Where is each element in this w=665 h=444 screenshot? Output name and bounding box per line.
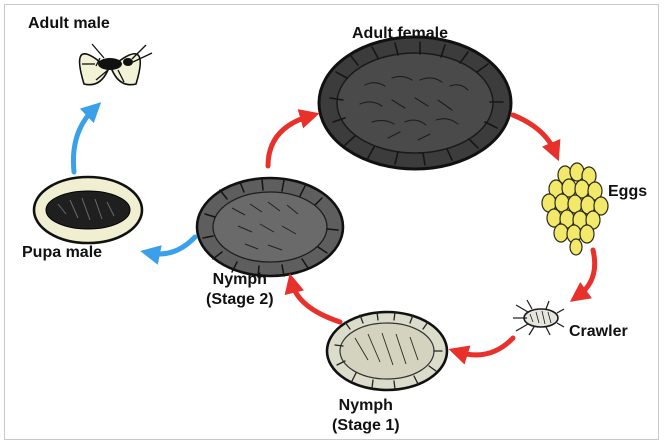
label-adult-male: Adult male bbox=[28, 14, 110, 34]
eggs-cluster-icon bbox=[542, 163, 608, 255]
label-eggs: Eggs bbox=[608, 182, 647, 202]
adult-female-scale-icon bbox=[319, 37, 511, 169]
arrow-nymph2-to-female bbox=[268, 116, 310, 166]
arrow-eggs-to-crawler bbox=[578, 250, 595, 296]
label-crawler: Crawler bbox=[569, 322, 628, 342]
label-nymph-stage1-line2: (Stage 1) bbox=[332, 416, 400, 436]
label-nymph-stage1: Nymph (Stage 1) bbox=[332, 396, 400, 436]
nymph-stage1-icon bbox=[327, 312, 447, 390]
crawler-insect-icon bbox=[513, 300, 564, 335]
label-nymph-stage1-line1: Nymph bbox=[332, 396, 400, 416]
adult-male-insect-icon bbox=[80, 44, 152, 85]
arrow-nymph2-to-pupa bbox=[150, 237, 195, 254]
arrow-female-to-eggs bbox=[513, 115, 555, 152]
arrow-pupa-to-adult-male bbox=[73, 109, 94, 172]
arrow-nymph1-to-nymph2 bbox=[292, 283, 340, 322]
label-adult-female: Adult female bbox=[352, 24, 448, 44]
label-nymph-stage2-line2: (Stage 2) bbox=[206, 290, 274, 310]
label-nymph-stage2-line1: Nymph bbox=[206, 270, 274, 290]
pupa-male-icon bbox=[34, 177, 142, 243]
nymph-stage2-icon bbox=[197, 178, 343, 277]
label-nymph-stage2: Nymph (Stage 2) bbox=[206, 270, 274, 310]
label-pupa-male: Pupa male bbox=[22, 243, 102, 263]
arrow-crawler-to-nymph1 bbox=[458, 338, 513, 355]
